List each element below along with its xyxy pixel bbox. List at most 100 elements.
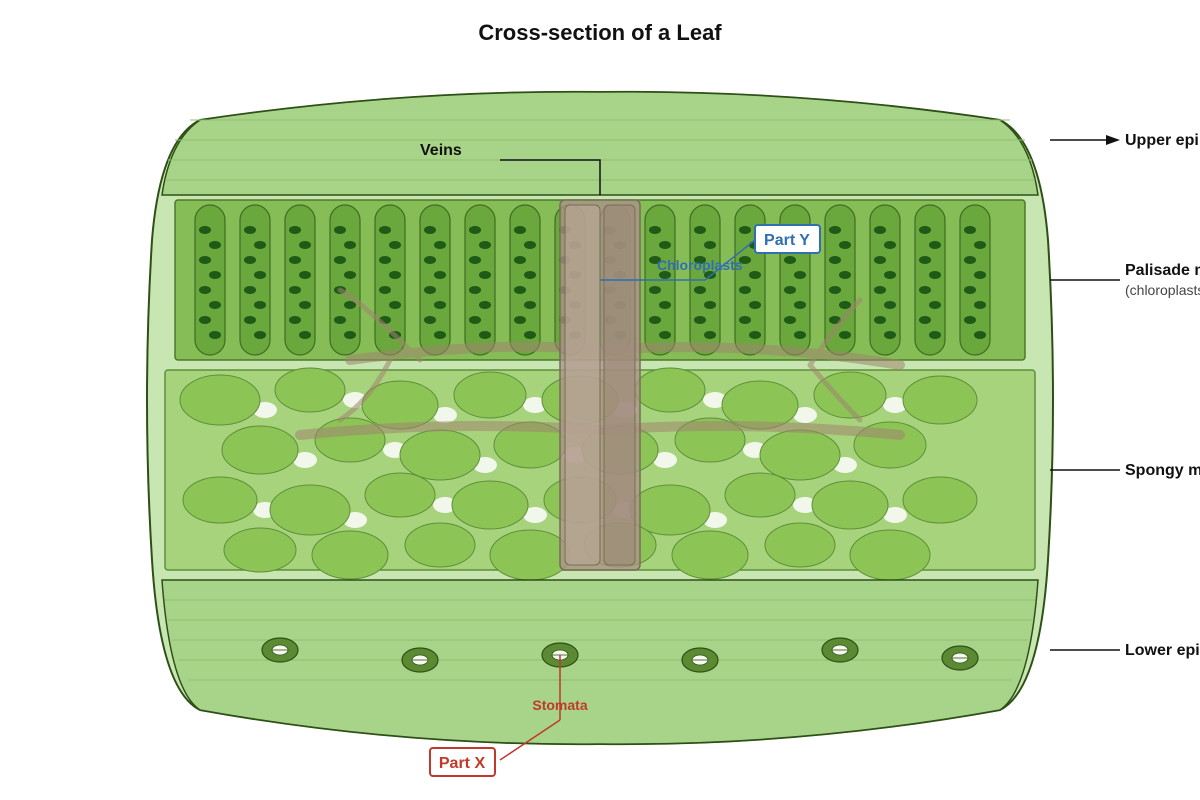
chloroplast [244, 286, 256, 294]
chloroplast [434, 241, 446, 249]
chloroplast [344, 271, 356, 279]
chloroplast [694, 256, 706, 264]
spongy-cell [489, 529, 571, 581]
palisade-cell [284, 204, 316, 356]
chloroplast [424, 226, 436, 234]
chloroplast [794, 301, 806, 309]
chloroplast [659, 301, 671, 309]
chloroplast [659, 331, 671, 339]
chloroplast [524, 301, 536, 309]
spongy-cell [453, 371, 527, 419]
chloroplast [794, 331, 806, 339]
lower-epidermis [161, 579, 1039, 745]
arrow-icon [1106, 135, 1120, 145]
chloroplast [794, 271, 806, 279]
chloroplast [929, 301, 941, 309]
chloroplast [479, 241, 491, 249]
part-y-callout: Chloroplasts Part Y [600, 224, 821, 281]
chloroplast [704, 331, 716, 339]
chloroplast [964, 316, 976, 324]
part-x-label: Part X [439, 755, 486, 772]
chloroplast [884, 301, 896, 309]
spongy-cell [671, 530, 749, 580]
palisade-cell [329, 204, 361, 356]
chloroplast [749, 271, 761, 279]
air-space [433, 407, 457, 423]
spongy-cell [902, 476, 978, 524]
chloroplast [649, 226, 661, 234]
vein-bundle [559, 199, 641, 571]
palisade-cell [419, 204, 451, 356]
palisade-cell [959, 204, 991, 356]
chloroplast [739, 286, 751, 294]
spongy-cell [902, 375, 978, 425]
chloroplast [839, 301, 851, 309]
palisade-cell [239, 204, 271, 356]
chloroplast [694, 316, 706, 324]
chloroplast [929, 331, 941, 339]
chloroplast [514, 256, 526, 264]
spongy-cell [849, 529, 931, 581]
chloroplast [829, 286, 841, 294]
chloroplast [199, 226, 211, 234]
chloroplast [784, 256, 796, 264]
chloroplast [334, 316, 346, 324]
upper-epidermis-callout: Upper epi [1050, 132, 1199, 149]
chloroplast [829, 256, 841, 264]
palisade-note: (chloroplasts [1125, 282, 1200, 298]
palisade-cell [509, 204, 541, 356]
palisade-callout: Palisade m (chloroplasts [1050, 262, 1200, 298]
air-space [883, 507, 907, 523]
air-space [793, 497, 817, 513]
spongy-cell [724, 472, 796, 518]
air-space [433, 497, 457, 513]
chloroplast [784, 316, 796, 324]
spongy-cell [182, 476, 258, 524]
chloroplast [874, 226, 886, 234]
chloroplast [389, 301, 401, 309]
chloroplast [974, 301, 986, 309]
chloroplast [424, 316, 436, 324]
chloroplast [469, 256, 481, 264]
chloroplast [784, 286, 796, 294]
chloroplast [524, 331, 536, 339]
chloroplast [344, 331, 356, 339]
chloroplast [344, 301, 356, 309]
chloroplast [524, 271, 536, 279]
chloroplast [434, 271, 446, 279]
air-space [523, 397, 547, 413]
air-space [293, 452, 317, 468]
chloroplast [649, 256, 661, 264]
chloroplast [434, 331, 446, 339]
chloroplast [839, 331, 851, 339]
chloroplast [209, 331, 221, 339]
lower-epidermis-callout: Lower epi [1050, 642, 1200, 659]
palisade-label: Palisade m [1125, 262, 1200, 279]
chloroplast [919, 286, 931, 294]
chloroplast [739, 316, 751, 324]
chloroplast [199, 256, 211, 264]
veins-callout: Veins [420, 142, 601, 195]
chloroplast [254, 271, 266, 279]
chloroplast [919, 316, 931, 324]
air-space [793, 407, 817, 423]
chloroplast [209, 301, 221, 309]
chloroplast [739, 256, 751, 264]
air-space [653, 452, 677, 468]
spongy-cell [221, 425, 299, 475]
chloroplast [424, 256, 436, 264]
chloroplast [344, 241, 356, 249]
palisade-cell [464, 204, 496, 356]
chloroplast [469, 226, 481, 234]
chloroplast [874, 316, 886, 324]
chloroplast [974, 271, 986, 279]
chloroplast [884, 241, 896, 249]
spongy-cell [764, 522, 836, 568]
chloroplast [974, 241, 986, 249]
part-x-box [429, 747, 496, 777]
stomata-label: Stomata [532, 697, 587, 713]
chloroplast [254, 301, 266, 309]
chloroplast [434, 301, 446, 309]
spongy-cell [223, 527, 297, 573]
spongy-cell [451, 480, 529, 530]
